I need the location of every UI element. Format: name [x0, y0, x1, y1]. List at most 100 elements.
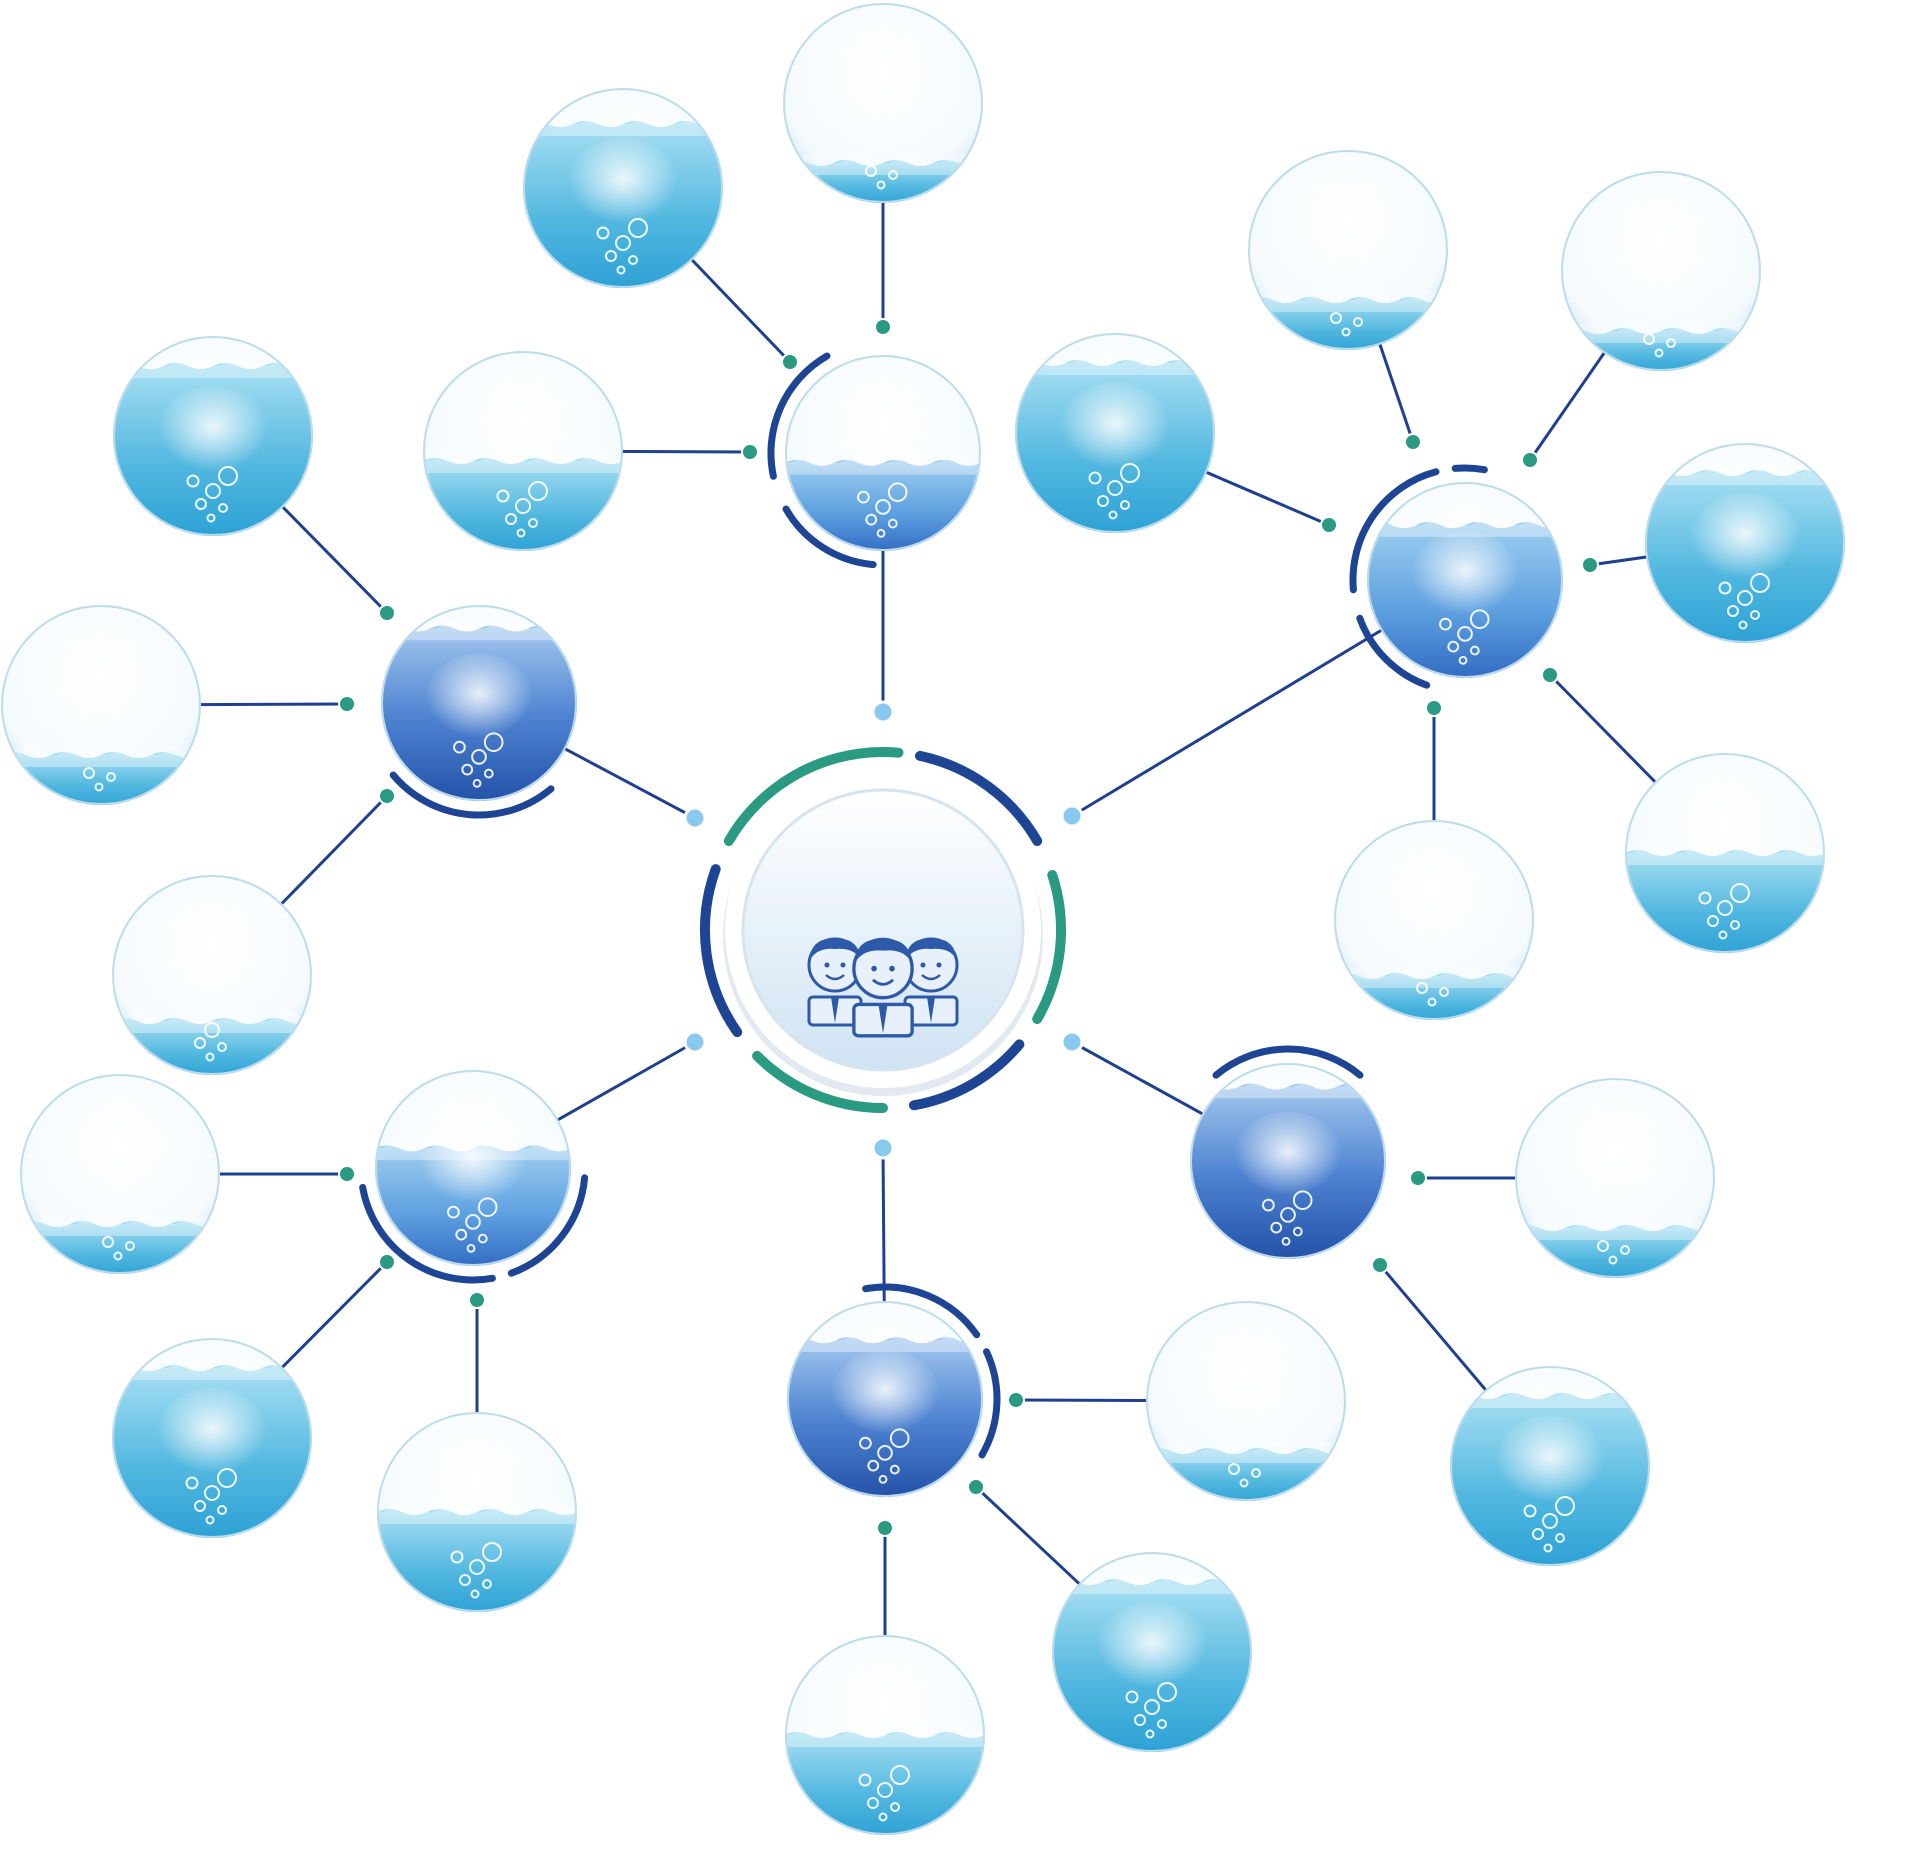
- center-ring-arc: [752, 1050, 888, 1114]
- satellite-bubble[interactable]: [327, 1412, 642, 1617]
- satellite-bubble[interactable]: [62, 1338, 377, 1543]
- bubble-shine: [1097, 1602, 1207, 1692]
- air-bubble: [1157, 1719, 1167, 1729]
- bubble-shine: [1690, 493, 1800, 583]
- satellite-bubble[interactable]: [473, 88, 788, 293]
- hub-right[interactable]: [1318, 482, 1627, 683]
- air-bubble: [1718, 930, 1728, 940]
- air-bubble: [453, 740, 466, 754]
- air-bubble: [1698, 891, 1712, 905]
- air-bubble: [218, 503, 228, 513]
- hub-left[interactable]: [332, 605, 641, 806]
- air-bubble: [1108, 510, 1118, 520]
- satellite-bubble[interactable]: [1002, 1552, 1317, 1757]
- bubble-rim: [1015, 333, 1215, 533]
- anchor-dot: [1060, 1030, 1084, 1054]
- air-bubble: [628, 218, 648, 238]
- person-icon: [903, 937, 959, 1027]
- bubble-shine: [1495, 1416, 1605, 1506]
- connector-dot: [338, 695, 356, 713]
- air-bubble: [890, 1765, 910, 1785]
- satellite-bubble[interactable]: [63, 336, 378, 541]
- anchor-dot: [683, 1030, 707, 1054]
- bubble-shine: [157, 1388, 267, 1478]
- satellite-bubble[interactable]: [1400, 1366, 1715, 1571]
- air-bubble: [1469, 645, 1480, 656]
- satellite-bubble[interactable]: [1575, 753, 1890, 958]
- air-bubble: [466, 1243, 476, 1253]
- wave-highlight: [785, 453, 981, 475]
- air-bubble: [515, 498, 531, 514]
- air-bubble: [878, 1812, 888, 1822]
- air-bubble: [875, 499, 891, 515]
- air-bubble: [102, 1236, 114, 1248]
- air-bubble: [628, 255, 638, 265]
- bubble-glass: [783, 3, 983, 203]
- air-bubble: [1330, 312, 1342, 324]
- hub-ring-arc: [767, 352, 831, 480]
- air-bubble: [1597, 1240, 1609, 1252]
- hub-ring-arc: [1212, 1045, 1364, 1079]
- air-bubble: [472, 778, 482, 788]
- bubble-rim: [1561, 171, 1761, 371]
- air-bubble: [94, 782, 104, 792]
- satellite-bubble[interactable]: [62, 875, 377, 1080]
- bubble-rim: [783, 3, 983, 203]
- satellite-bubble[interactable]: [1198, 150, 1513, 355]
- air-bubble: [1447, 640, 1460, 653]
- satellite-bubble[interactable]: [0, 605, 266, 810]
- connector-dot: [1521, 451, 1539, 469]
- satellite-bubble[interactable]: [1284, 820, 1599, 1025]
- bubble-shine: [419, 1119, 527, 1208]
- water-fill: [785, 1732, 985, 1835]
- air-bubble: [890, 1802, 900, 1812]
- water-fill: [377, 1509, 577, 1612]
- satellite-bubble[interactable]: [1595, 443, 1910, 648]
- connector-dot: [1425, 699, 1443, 717]
- air-bubble: [1523, 1504, 1537, 1518]
- air-bubble: [1608, 1255, 1618, 1265]
- bubble-nodes: [0, 3, 1910, 1840]
- satellite-bubble[interactable]: [965, 333, 1280, 538]
- air-bubble: [876, 528, 886, 538]
- bubble-rim: [785, 1635, 985, 1835]
- center-hub[interactable]: [683, 700, 1084, 1160]
- center-ring-arc: [1032, 870, 1067, 1024]
- wave-highlight: [377, 1502, 577, 1524]
- wave-highlight: [785, 1725, 985, 1747]
- hub-lower-right[interactable]: [1141, 1063, 1450, 1264]
- bubble-rim: [1450, 1366, 1650, 1566]
- hub-ring-arc: [507, 1174, 589, 1277]
- center-ring-arc: [908, 1039, 1025, 1111]
- bubble-rim: [381, 605, 577, 801]
- air-bubble: [889, 1428, 910, 1449]
- satellite-bubble[interactable]: [733, 3, 1048, 208]
- connector-dot: [338, 1165, 356, 1183]
- air-bubble: [1469, 609, 1490, 630]
- connector-dot: [781, 353, 799, 371]
- bubble-rim: [20, 1074, 220, 1274]
- satellite-bubble[interactable]: [1096, 1301, 1411, 1506]
- hub-top[interactable]: [736, 355, 1045, 556]
- air-bubble: [615, 235, 631, 251]
- air-bubble: [1292, 1190, 1313, 1211]
- satellite-bubble[interactable]: [1465, 1078, 1780, 1283]
- air-bubble: [1738, 620, 1748, 630]
- air-bubble: [528, 518, 538, 528]
- connector-dot: [1541, 666, 1559, 684]
- hub-bottom[interactable]: [738, 1301, 1047, 1502]
- connector-dot: [741, 443, 759, 461]
- anchor-dot: [871, 700, 895, 724]
- satellite-bubble[interactable]: [0, 1074, 285, 1279]
- bubble-rim: [1, 605, 201, 805]
- air-bubble: [876, 180, 886, 190]
- air-bubble: [205, 483, 221, 499]
- hub-lower-left[interactable]: [326, 1070, 635, 1271]
- air-bubble: [455, 1228, 468, 1241]
- air-bubble: [1654, 348, 1664, 358]
- satellite-bubble[interactable]: [735, 1635, 1050, 1840]
- satellite-bubble[interactable]: [373, 351, 688, 556]
- air-bubble: [865, 165, 877, 177]
- satellite-bubble[interactable]: [1511, 171, 1826, 376]
- wave-highlight: [423, 451, 623, 473]
